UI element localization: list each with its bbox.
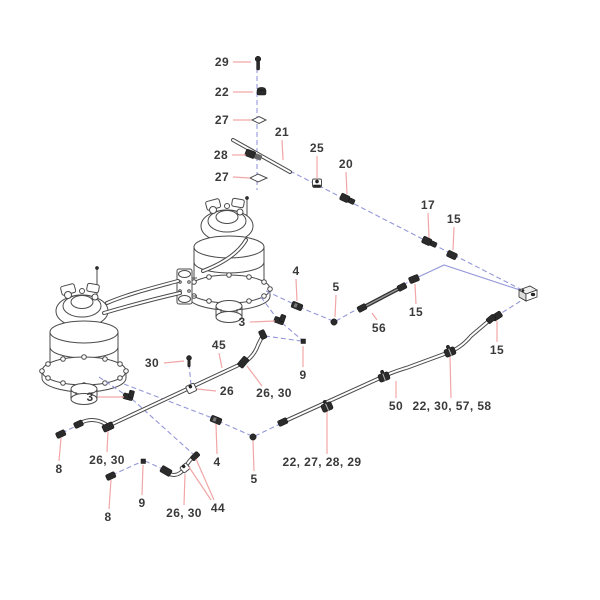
- elbow-3-left: [122, 389, 135, 401]
- leader-line: [108, 479, 112, 510]
- bolt-circle-left: [39, 354, 129, 388]
- steel-tube: [413, 264, 527, 293]
- hose-end: [258, 329, 268, 340]
- hose-end: [485, 314, 497, 324]
- clamp-26: [185, 382, 197, 394]
- leader-line: [163, 360, 185, 364]
- leader-line: [452, 226, 455, 251]
- leader-line: [232, 176, 251, 179]
- bolt-30: [186, 355, 192, 368]
- hose-end: [73, 419, 84, 429]
- washer-27-upper: [250, 115, 268, 125]
- leader-line: [281, 139, 284, 161]
- elbow-3-top: [273, 314, 287, 326]
- leader-line: [183, 473, 186, 506]
- clamp-50-b: [377, 369, 391, 383]
- fitting-4-bottom: [209, 415, 223, 425]
- hoses: [77, 138, 493, 477]
- swing-drive-left: [39, 266, 129, 405]
- fitting-8-left: [55, 429, 67, 439]
- fitting-15-mid: [408, 274, 420, 284]
- plug-9-top: [300, 338, 306, 344]
- clamp-50-c: [443, 345, 457, 358]
- leader-line: [371, 312, 378, 321]
- leader-line: [252, 440, 255, 472]
- hose-50: [281, 317, 493, 424]
- clamp-44: [179, 462, 191, 474]
- leader-line: [188, 466, 212, 501]
- flange-coupling: [176, 268, 197, 305]
- fitting-26-30-top: [237, 356, 250, 369]
- leader-line: [246, 365, 263, 387]
- fitting-20: [339, 193, 356, 205]
- fitting-17: [421, 236, 438, 248]
- hose-end: [396, 282, 408, 292]
- swing-drive-right: [185, 196, 273, 323]
- leader-line: [414, 283, 417, 305]
- leader-line: [196, 388, 217, 392]
- fitting-26-30-bottom: [159, 465, 173, 477]
- clamp-25: [312, 178, 322, 188]
- coupler-28: [244, 149, 263, 161]
- nut-22: [256, 87, 267, 96]
- junction-block: [518, 285, 538, 302]
- cross-hoses: [102, 279, 182, 315]
- leader-line: [345, 171, 348, 195]
- hose-end: [356, 303, 368, 313]
- leader-line: [427, 212, 430, 239]
- leader-line: [218, 352, 223, 369]
- leader-line: [449, 356, 452, 399]
- leader-line: [215, 423, 218, 455]
- leader-line: [334, 294, 337, 318]
- leader-line: [195, 458, 215, 501]
- fittings: [55, 55, 538, 481]
- fitting-5-bottom: [249, 433, 257, 441]
- fitting-8-bottom: [105, 471, 117, 481]
- hose-end: [277, 417, 289, 427]
- bolt-29: [254, 55, 262, 71]
- leader-line: [295, 278, 298, 302]
- plug-9-bottom: [140, 458, 146, 464]
- washer-27-lower: [248, 173, 269, 183]
- leader-line: [249, 320, 276, 323]
- fitting-15-top: [446, 250, 458, 260]
- clamp-50-a: [320, 400, 334, 413]
- leader-line: [141, 464, 144, 496]
- leader-line: [58, 437, 62, 462]
- hose-end: [190, 451, 200, 461]
- fitting-4-top: [290, 301, 304, 311]
- leader-line: [106, 430, 109, 453]
- fitting-5-top: [330, 318, 338, 326]
- leader-lines: [58, 61, 498, 510]
- fitting-26-30-left: [101, 421, 115, 433]
